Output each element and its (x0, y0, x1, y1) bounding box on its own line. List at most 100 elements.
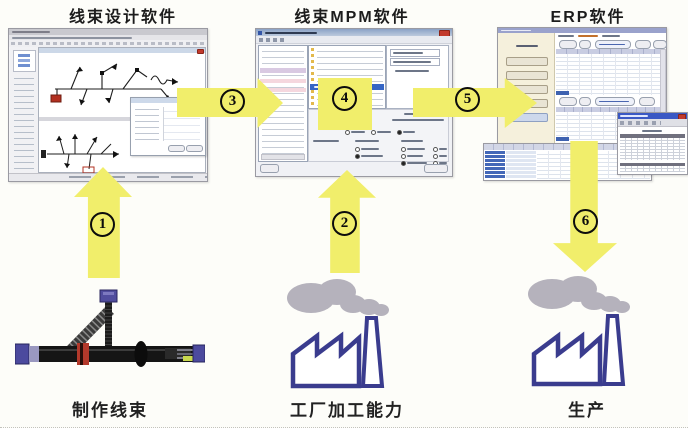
table-filter-field (595, 40, 631, 49)
factory-capacity-icon (287, 279, 389, 389)
table-button (559, 97, 577, 106)
popup-title-text (620, 115, 648, 117)
field-text (393, 52, 423, 54)
popup-toolbar (618, 119, 687, 127)
table-button (635, 40, 651, 49)
erp-software-title: ERP软件 (550, 9, 626, 26)
mpm-help-button (260, 164, 279, 173)
table2-header-row (556, 107, 662, 112)
table-filter-field (595, 97, 635, 106)
mpm-window-titlebar (256, 29, 452, 37)
radio-label (361, 148, 379, 150)
radio-option (401, 154, 406, 159)
form-field (390, 58, 440, 66)
group-header (355, 140, 379, 142)
sidebar-button (506, 71, 548, 80)
step-3-badge: 3 (220, 89, 245, 114)
radio-label (439, 162, 447, 164)
lower-table-header (484, 144, 651, 150)
lower-table-key-column (485, 151, 505, 179)
radio-label (403, 131, 415, 133)
table1-selected-cell (556, 91, 569, 95)
filter-text (599, 43, 625, 45)
mpm-cancel-button (424, 164, 448, 173)
design-window-title-text (12, 31, 50, 33)
radio-option-selected (401, 161, 406, 166)
group-header (313, 140, 339, 142)
wire-harness-illustration (15, 289, 205, 367)
erp-detail-popup (617, 112, 688, 175)
radio-option (401, 147, 406, 152)
list-item-icons (311, 48, 314, 106)
radio-option (371, 130, 376, 135)
design-tree-items (14, 75, 34, 169)
table-button (579, 97, 591, 106)
dialog-cancel-button (186, 145, 203, 152)
radio-label (361, 155, 383, 157)
dialog-titlebar (131, 98, 205, 103)
wiring-diagram-lower (41, 134, 119, 174)
radio-option (433, 147, 438, 152)
radio-option (355, 147, 360, 152)
canvas-divider (39, 117, 205, 121)
make-harness-caption: 制作线束 (72, 401, 148, 420)
mpm-software-title: 线束MPM软件 (294, 9, 410, 26)
design-model-icon-box (13, 50, 36, 72)
model-icon (18, 59, 30, 62)
design-software-title: 线束设计软件 (68, 9, 177, 26)
step-5-badge: 5 (455, 87, 480, 112)
model-icon (18, 64, 30, 67)
table-button (579, 40, 591, 49)
table-button (559, 40, 577, 49)
app-icon (258, 30, 262, 35)
table-button (653, 40, 667, 49)
popup-grid (620, 138, 685, 160)
tab-label-active (578, 35, 598, 37)
filter-text (599, 100, 629, 102)
dialog-ok-button (168, 145, 185, 152)
radio-label (351, 131, 365, 133)
inner-doc-titlebar (39, 48, 205, 54)
step-2-badge: 2 (332, 211, 357, 236)
design-software-screenshot (8, 28, 208, 182)
table1-rows (556, 54, 662, 95)
model-icon (18, 54, 30, 57)
design-window-titlebar (9, 29, 207, 35)
erp-title-text (501, 29, 531, 31)
mpm-toolbar (256, 36, 452, 44)
table2-selected-cell (556, 137, 569, 141)
radio-option (433, 154, 438, 159)
tab-label (558, 35, 574, 37)
step-6-badge: 6 (573, 209, 598, 234)
radio-label (439, 155, 447, 157)
field-text (393, 61, 431, 63)
design-tree-sidebar (10, 47, 39, 173)
radio-option-selected (355, 154, 360, 159)
design-menu-items (12, 36, 132, 39)
red-connector (50, 94, 62, 103)
production-factory-icon (528, 276, 630, 387)
close-icon (197, 49, 204, 54)
list-scrollbar (261, 154, 305, 160)
form-label (395, 70, 429, 72)
table1-header-row (556, 49, 662, 54)
popup-grid2 (620, 166, 685, 172)
step-4-badge: 4 (332, 86, 357, 111)
step-1-badge: 1 (90, 212, 115, 237)
popup-caption (642, 130, 662, 132)
erp-window-titlebar (498, 28, 666, 33)
radio-label (439, 148, 447, 150)
tree-pink-row (260, 88, 306, 92)
tree-pink-row (260, 79, 306, 83)
factory-capacity-caption: 工厂加工能力 (290, 401, 404, 420)
dialog-labels (135, 106, 159, 142)
table-button (639, 97, 655, 106)
radio-label (407, 155, 423, 157)
radio-label (407, 162, 427, 164)
radio-label (407, 148, 425, 150)
radio-option-selected (397, 130, 402, 135)
wiring-diagram-upper (50, 63, 179, 106)
tab-label (602, 35, 620, 37)
production-caption: 生产 (568, 401, 606, 420)
